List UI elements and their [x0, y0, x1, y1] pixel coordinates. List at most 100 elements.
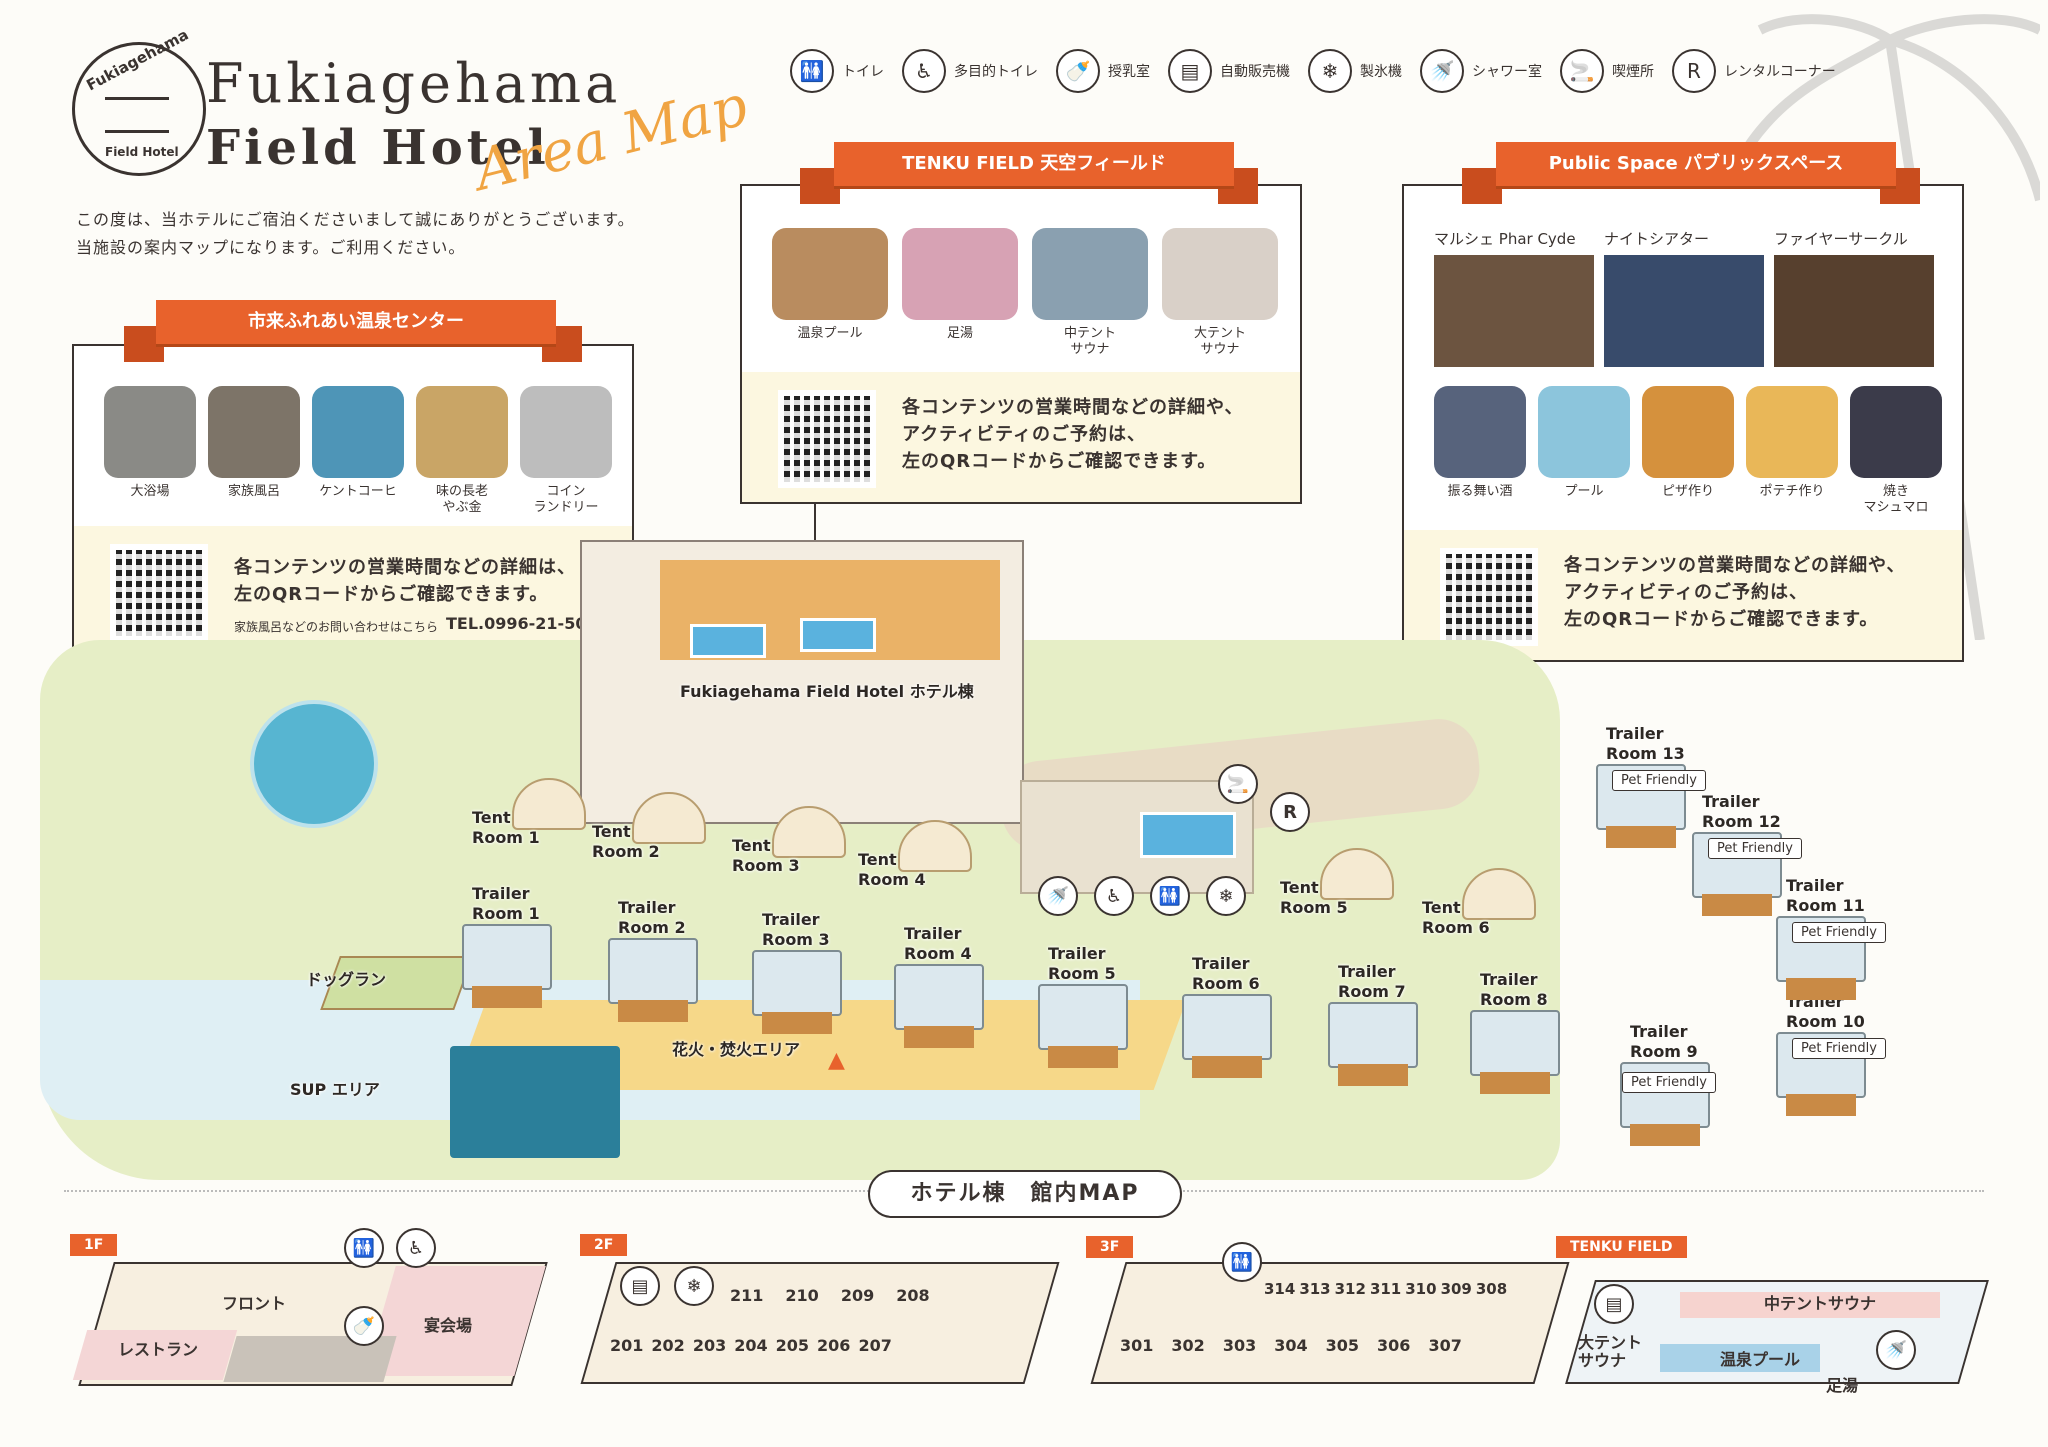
nursing-room-icon: 🍼 [1056, 49, 1100, 93]
trailer-deck [1606, 826, 1676, 848]
trailer-room[interactable] [608, 938, 698, 1004]
legend-label: 製氷機 [1360, 64, 1402, 80]
logo-wave-icon [105, 97, 169, 133]
public-ribbon-title: Public Space パブリックスペース [1496, 142, 1896, 186]
tent-room-label: Tent Room 6 [1422, 898, 1490, 937]
onsen-center-building [250, 700, 378, 828]
restroom-icon[interactable]: 🚻 [1150, 876, 1190, 916]
legend-item: 🍼授乳室 [1056, 49, 1150, 93]
floor-2f-tag: 2F [580, 1234, 628, 1256]
onsen-ribbon-title: 市来ふれあい温泉センター [156, 300, 556, 344]
tenku-qr-text: 各コンテンツの営業時間などの詳細や、 アクティビティのご予約は、 左のQRコード… [902, 397, 1244, 472]
vending-machine-icon[interactable]: ▤ [620, 1266, 660, 1306]
shower-icon[interactable]: 🚿 [1038, 876, 1078, 916]
thumb-chips: ポテチ作り [1746, 386, 1838, 516]
room-number: 201 [610, 1336, 644, 1355]
tenku-floor-tag: TENKU FIELD [1556, 1236, 1687, 1258]
trailer-room[interactable] [1182, 994, 1272, 1060]
pet-friendly-badge: Pet Friendly [1792, 1038, 1886, 1059]
trailer-room[interactable] [894, 964, 984, 1030]
tenku-qr-code[interactable] [778, 390, 876, 488]
thumb-marshmallow: 焼き マシュマロ [1850, 386, 1942, 516]
tenku-ribbon-title: TENKU FIELD 天空フィールド [834, 142, 1234, 186]
restroom-icon[interactable]: 🚻 [344, 1228, 384, 1268]
public-qr-code[interactable] [1440, 548, 1538, 646]
tent-room[interactable] [898, 820, 972, 872]
restroom-icon[interactable]: 🚻 [1222, 1242, 1262, 1282]
trailer-room[interactable] [462, 924, 552, 990]
ice-machine-icon[interactable]: ❄ [1206, 876, 1246, 916]
legend-label: 多目的トイレ [954, 64, 1038, 80]
trailer-room-label: Trailer Room 4 [904, 924, 972, 963]
public-qr-text: 各コンテンツの営業時間などの詳細や、 アクティビティのご予約は、 左のQRコード… [1564, 555, 1906, 630]
hot-pool-label: 温泉プール [1720, 1350, 1801, 1369]
legend-item: ❄製氷機 [1308, 49, 1402, 93]
smoking-area-icon: 🚬 [1560, 49, 1604, 93]
trailer-room[interactable] [752, 950, 842, 1016]
room-number: 303 [1222, 1336, 1257, 1355]
room-number: 203 [692, 1336, 727, 1355]
vending-machine-icon: ▤ [1168, 49, 1212, 93]
thumb-bath: 大浴場 [104, 386, 196, 516]
ribbon-tail-left [800, 168, 840, 204]
tent-room-label: Tent Room 5 [1280, 878, 1348, 917]
room-number: 204 [734, 1336, 768, 1355]
hotel-building-label: Fukiagehama Field Hotel ホテル棟 [680, 682, 974, 701]
onsen-center-box: 大浴場 家族風呂 ケントコーヒ 味の長老 やぶ金 コイン ランドリー 各コンテン… [72, 344, 634, 662]
trailer-deck [904, 1026, 974, 1048]
room-number: 209 [840, 1286, 875, 1305]
tent-room-label: Tent Room 1 [472, 808, 540, 847]
rental-corner-icon[interactable]: R [1270, 792, 1310, 832]
trailer-deck [1192, 1056, 1262, 1078]
trailer-room-label: Trailer Room 11 [1786, 876, 1865, 915]
legend-label: レンタルコーナー [1724, 64, 1836, 80]
tent-room-label: Tent Room 3 [732, 836, 800, 875]
trailer-deck [1048, 1046, 1118, 1068]
banquet-label: 宴会場 [424, 1316, 473, 1335]
logo-bottom-text: Field Hotel [105, 145, 179, 159]
thumb-pool: プール [1538, 386, 1630, 516]
vending-machine-icon[interactable]: ▤ [1594, 1284, 1634, 1324]
fire-area-label: 花火・焚火エリア [672, 1040, 801, 1059]
onsen-tel: TEL.0996-21-5022 [446, 614, 609, 633]
shower-icon[interactable]: 🚿 [1876, 1330, 1916, 1370]
legend-item: 🚻トイレ [790, 49, 884, 93]
ice-machine-icon[interactable]: ❄ [674, 1266, 714, 1306]
trailer-deck [472, 986, 542, 1008]
room-number: 207 [858, 1336, 892, 1355]
trailer-room[interactable] [1038, 984, 1128, 1050]
thumb-coffee: ケントコーヒ [312, 386, 404, 516]
trailer-deck [1702, 894, 1772, 916]
photo-night-theater: ナイトシアター [1604, 228, 1764, 367]
legend-label: シャワー室 [1472, 64, 1542, 80]
legend-item: ♿多目的トイレ [902, 49, 1038, 93]
nursing-room-icon[interactable]: 🍼 [344, 1306, 384, 1346]
room-number: 302 [1171, 1336, 1205, 1355]
public-thumbnails: 振る舞い酒 プール ピザ作り ポテチ作り 焼き マシュマロ [1434, 386, 1942, 516]
trailer-deck [1786, 1094, 1856, 1116]
smoking-area-icon[interactable]: 🚬 [1218, 764, 1258, 804]
mid-sauna-label: 中テントサウナ [1764, 1294, 1877, 1313]
trailer-deck [1338, 1064, 1408, 1086]
room-number: 309 [1440, 1280, 1472, 1298]
trailer-deck [762, 1012, 832, 1034]
accessible-restroom-icon[interactable]: ♿ [1094, 876, 1134, 916]
trailer-deck [1480, 1072, 1550, 1094]
rooftop-pool-2 [800, 618, 876, 652]
thumb-footbath: 足湯 [902, 228, 1018, 358]
accessible-restroom-icon[interactable]: ♿ [396, 1228, 436, 1268]
restroom-icon: 🚻 [790, 49, 834, 93]
floor-map-title: ホテル棟 館内MAP [868, 1170, 1182, 1218]
trailer-room[interactable] [1328, 1002, 1418, 1068]
palm-tree-decoration [1740, 14, 2040, 640]
thumb-laundry: コイン ランドリー [520, 386, 612, 516]
onsen-qr-code[interactable] [110, 544, 208, 642]
floor-1f-tag: 1F [70, 1234, 118, 1256]
pet-friendly-badge: Pet Friendly [1708, 838, 1802, 859]
onsen-qr-text: 各コンテンツの営業時間などの詳細は、 左のQRコードからご確認できます。 [234, 557, 576, 605]
tent-room[interactable] [1320, 848, 1394, 900]
trailer-room[interactable] [1470, 1010, 1560, 1076]
